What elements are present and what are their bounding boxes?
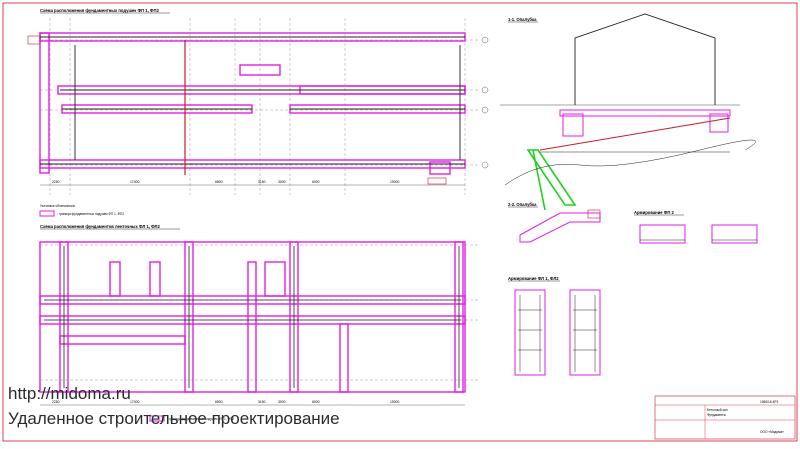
plan1-legend-swatch [39, 210, 55, 217]
plan1-footings [39, 32, 466, 175]
section-2-2-wall [587, 209, 601, 219]
plan-2: Схема расположения фундаментов ленточных… [39, 224, 480, 422]
building-outline [574, 13, 716, 105]
plan2-grid [40, 244, 480, 381]
section-2-2-footing [519, 212, 601, 243]
plan1-legend-item: - граница фундаментных подушек ФП 1, ФП2 [57, 212, 124, 216]
plan1-callout [27, 35, 41, 45]
plan2-dim-6: 15000 [390, 400, 400, 404]
arm-fl-block-2 [569, 289, 601, 376]
title-block-line2: Фундаменты [707, 413, 727, 417]
plan2-dim-4: 3000 [278, 400, 286, 404]
sheet-border [2, 2, 798, 442]
plan2-legend-swatch [149, 415, 165, 422]
ground-line [504, 139, 756, 186]
plan2-legend-item: - граница фундаментных подушек ФП 1, ФП2 [167, 417, 234, 421]
plan1-dim-5: 6000 [312, 180, 320, 184]
footing-section-right [709, 113, 729, 133]
plan1-dim-6: 15000 [390, 180, 400, 184]
plan2-title: Схема расположения фундаментов ленточных… [40, 224, 160, 229]
plan1-dim-3: 3150 [258, 180, 266, 184]
section-1-1-title: 1-1. Опалубка [508, 17, 537, 22]
arm-fl-bars [518, 295, 597, 372]
title-block-frame [654, 395, 796, 440]
plan1-dim-1: 17400 [130, 180, 140, 184]
arm-fp2-block-1 [639, 224, 686, 244]
arm-fl-title: Армирование ФЛ 1, ФЛ2 [508, 276, 559, 281]
reinforcement-fl: Армирование ФЛ 1, ФЛ2 [508, 276, 601, 376]
plan1-dim-2: 6800 [215, 180, 223, 184]
plan1-title: Схема расположения фундаментных подушек … [40, 8, 160, 13]
watermark-tagline: Удаленное строительное проектирование [8, 409, 340, 428]
plan2-dim-0: 2250 [52, 400, 60, 404]
section-1-1: 1-1. Опалубка [500, 13, 756, 211]
plan1-axis-markers [481, 36, 489, 169]
title-block-line1: Бетонный зал [707, 408, 728, 412]
plan1-legend-label: Условные обозначения: [40, 204, 75, 208]
reinforcement-fp2: Армирование ФП 2 [634, 210, 758, 244]
arm-fp2-title: Армирование ФП 2 [634, 210, 675, 215]
green-highlight-2 [532, 149, 546, 211]
plan1-walls [40, 36, 465, 165]
arm-fp2-block-2 [711, 224, 758, 244]
plan2-footings [39, 241, 466, 393]
plan2-dim-5: 6000 [312, 400, 320, 404]
plan2-dim-1: 17400 [130, 400, 140, 404]
green-highlight [526, 149, 577, 206]
plan2-dim-2: 6800 [215, 400, 223, 404]
arm-fl-block-1 [514, 289, 546, 376]
watermark-url[interactable]: http://midoma.ru [8, 384, 131, 403]
title-block-company: ООО «Мидома» [760, 430, 784, 434]
section-2-2: 2-2. Опалубка [508, 202, 601, 243]
plan1-dim-0: 2250 [52, 180, 60, 184]
section-2-2-title: 2-2. Опалубка [508, 202, 537, 207]
plan1-dim-4: 3000 [278, 180, 286, 184]
floor-slab [559, 109, 731, 117]
footing-section [562, 113, 584, 137]
plan2-dim-3: 3150 [258, 400, 266, 404]
title-block-code: 1965/16-КР1 [760, 400, 779, 404]
plan-1: Схема расположения фундаментных подушек … [27, 8, 489, 217]
plan2-walls [44, 246, 461, 388]
plan1-callout-2 [427, 177, 447, 185]
slope-line [539, 117, 731, 151]
title-block: 1965/16-КР1 Бетонный зал Фундаменты ООО … [654, 395, 796, 440]
